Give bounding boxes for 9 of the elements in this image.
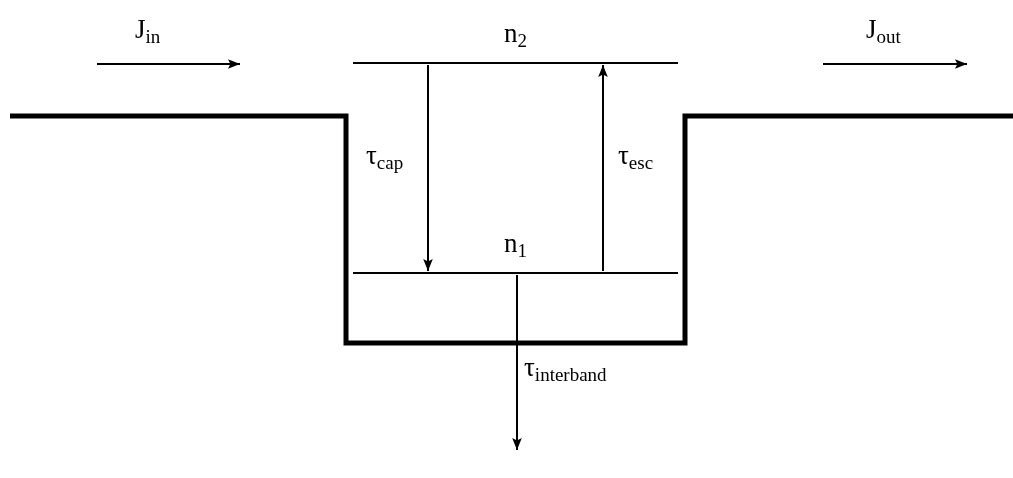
edge-label: τ$_{interband}$: [524, 352, 607, 382]
arrow: [512, 274, 522, 451]
flux-label: J$_{out}$: [866, 14, 901, 44]
level-label: n$_{1}$: [503, 228, 528, 258]
arrow: [598, 64, 608, 272]
edge-label: τ$_{esc}$: [618, 140, 654, 170]
flux-label: J$_{in}$: [135, 14, 161, 44]
level-label: n$_{2}$: [503, 18, 528, 48]
arrow: [423, 64, 433, 272]
